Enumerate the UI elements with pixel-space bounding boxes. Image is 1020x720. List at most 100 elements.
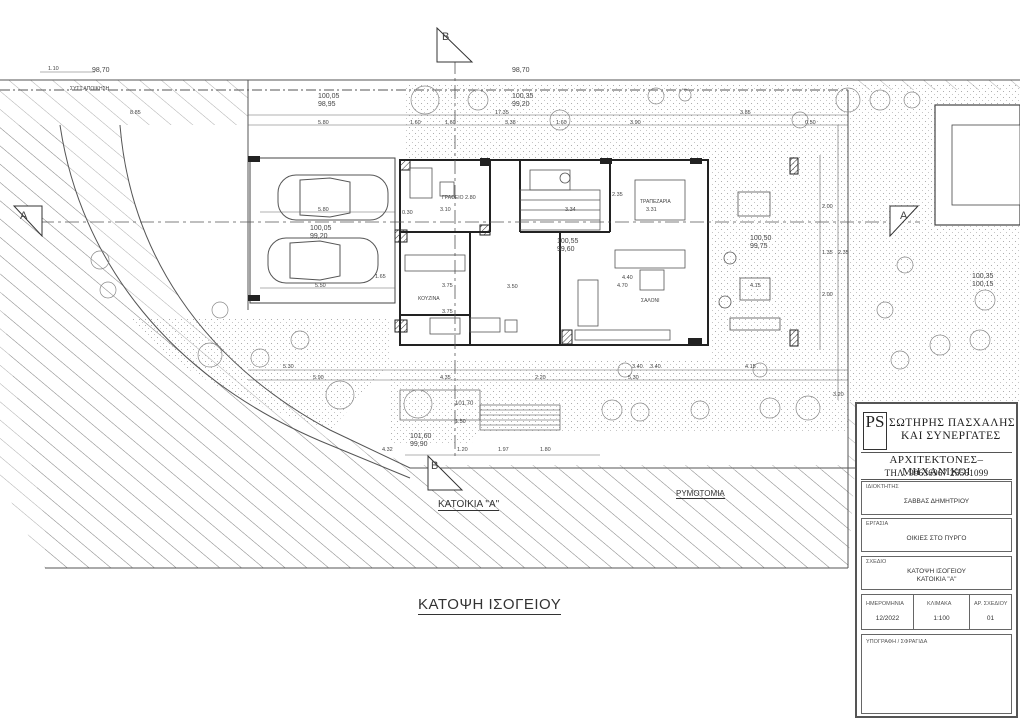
- svg-text:3.85: 3.85: [740, 110, 751, 116]
- firm-name-line2: ΚΑΙ ΣΥΝΕΡΓΑΤΕΣ: [901, 430, 1001, 442]
- signature-caption: ΥΠΟΓΡΑΦΗ / ΣΦΡΑΓΙΔΑ: [866, 639, 928, 645]
- svg-text:98,70: 98,70: [92, 67, 110, 74]
- svg-text:1.80: 1.80: [540, 447, 551, 453]
- svg-text:A: A: [20, 210, 28, 222]
- firm-name-line1: ΣΩΤΗΡΗΣ ΠΑΣΧΑΛΗΣ: [889, 417, 1016, 429]
- drawing-box: ΣΧΕΔΙΟ ΚΑΤΟΨΗ ΙΣΟΓΕΙΟΥ ΚΑΤΟΙΚΙΑ "Α": [861, 556, 1012, 590]
- svg-text:3.75: 3.75: [442, 283, 453, 289]
- svg-text:4.40: 4.40: [622, 275, 633, 281]
- room-label-office: ΓΡΑΦΕΙΟ: [442, 195, 464, 201]
- owner-box: ΙΔΙΟΚΤΗΤΗΣ ΣΑΒΒΑΣ ΔΗΜΗΤΡΙΟΥ: [861, 481, 1012, 515]
- svg-text:0.30: 0.30: [402, 210, 413, 216]
- svg-text:2.00: 2.00: [822, 292, 833, 298]
- scale-value: 1:100: [933, 615, 950, 622]
- sheet-cell: ΑΡ. ΣΧΕΔΙΟΥ 01: [970, 595, 1011, 629]
- section-lines: [40, 60, 920, 460]
- meta-box: ΗΜΕΡΟΜΗΝΙΑ 12/2022 ΚΛΙΜΑΚΑ 1:100 ΑΡ. ΣΧΕ…: [861, 594, 1012, 630]
- svg-text:100,50: 100,50: [750, 235, 772, 242]
- scale-cell: ΚΛΙΜΑΚΑ 1:100: [914, 595, 970, 629]
- svg-text:98,70: 98,70: [512, 67, 530, 74]
- svg-text:101,60: 101,60: [410, 433, 432, 440]
- firm-logo: PS: [863, 412, 887, 450]
- svg-text:1.97: 1.97: [498, 447, 509, 453]
- project-caption: ΕΡΓΑΣΙΑ: [866, 521, 889, 527]
- date-cell: ΗΜΕΡΟΜΗΝΙΑ 12/2022: [862, 595, 914, 629]
- drawing-caption: ΣΧΕΔΙΟ: [866, 559, 887, 565]
- svg-text:5.30: 5.30: [283, 364, 294, 370]
- svg-text:4.15: 4.15: [745, 364, 756, 370]
- svg-text:1.60: 1.60: [556, 120, 567, 126]
- signature-box: ΥΠΟΓΡΑΦΗ / ΣΦΡΑΓΙΔΑ: [861, 634, 1012, 714]
- svg-text:2.00: 2.00: [822, 204, 833, 210]
- entrance-steps: [399, 389, 561, 431]
- svg-text:A: A: [900, 210, 908, 222]
- drawing-title: ΚΑΤΟΨΗ ΙΣΟΓΕΙΟΥ: [418, 596, 562, 615]
- structural-columns: [394, 157, 799, 347]
- svg-text:4.70: 4.70: [617, 283, 628, 289]
- svg-text:100,35: 100,35: [512, 93, 534, 100]
- svg-text:3.40: 3.40: [650, 364, 661, 370]
- dimension-lines: [40, 71, 848, 456]
- svg-text:1.60: 1.60: [445, 120, 456, 126]
- svg-text:100,35: 100,35: [972, 273, 994, 280]
- owner-value: ΣΑΒΒΑΣ ΔΗΜΗΤΡΙΟΥ: [903, 498, 970, 505]
- sheet-caption: ΑΡ. ΣΧΕΔΙΟΥ: [974, 601, 1008, 607]
- svg-text:5.80: 5.80: [318, 207, 329, 213]
- date-caption: ΗΜΕΡΟΜΗΝΙΑ: [866, 601, 904, 607]
- svg-text:2.80: 2.80: [465, 195, 476, 201]
- svg-text:100,55: 100,55: [557, 238, 579, 245]
- svg-text:5.90: 5.90: [313, 375, 324, 381]
- svg-text:1.60: 1.60: [410, 120, 421, 126]
- section-marker-b-bottom: B: [427, 454, 464, 491]
- svg-text:100,05: 100,05: [318, 93, 340, 100]
- furniture: [404, 167, 781, 341]
- room-label-kitchen: ΚΟΥΖΙΝΑ: [418, 296, 440, 302]
- svg-text:4.35: 4.35: [440, 375, 451, 381]
- svg-text:1.10: 1.10: [48, 66, 59, 72]
- svg-text:100,15: 100,15: [972, 281, 994, 288]
- svg-text:99,90: 99,90: [410, 441, 428, 448]
- section-marker-b-top: B: [436, 26, 474, 63]
- svg-text:100,05: 100,05: [310, 225, 332, 232]
- svg-text:5.50: 5.50: [315, 283, 326, 289]
- drawing-line2: ΚΑΤΟΙΚΙΑ "Α": [916, 576, 957, 583]
- firm-phone: ΤΗΛ. 99636967 25561099: [884, 468, 989, 478]
- svg-text:3.75: 3.75: [442, 309, 453, 315]
- car-icon: [277, 174, 389, 221]
- date-value: 12/2022: [875, 615, 900, 622]
- svg-text:99,75: 99,75: [750, 243, 768, 250]
- svg-text:99,20: 99,20: [512, 101, 530, 108]
- svg-text:3.50: 3.50: [507, 284, 518, 290]
- svg-text:3.90: 3.90: [630, 120, 641, 126]
- house-walls: [399, 159, 709, 346]
- level-markers: 98,70 98,70 100,05 98,95 100,35 99,20 10…: [92, 67, 994, 448]
- svg-text:2.20: 2.20: [535, 375, 546, 381]
- svg-text:3.34: 3.34: [565, 207, 576, 213]
- firm-profession: ΑΡΧΙΤΕΚΤΟΝΕΣ–ΜΗΧΑΝΙΚΟΙ: [861, 452, 1012, 480]
- house-label: ΚΑΤΟΙΚΙΑ "Α": [438, 499, 500, 511]
- svg-text:3.31: 3.31: [646, 207, 657, 213]
- svg-text:8.85: 8.85: [130, 110, 141, 116]
- svg-text:4.32: 4.32: [382, 447, 393, 453]
- svg-text:5.30: 5.30: [628, 375, 639, 381]
- project-value: ΟΙΚΙΕΣ ΣΤΟ ΠΥΡΓΟ: [906, 535, 967, 542]
- svg-text:2.35: 2.35: [838, 250, 849, 256]
- title-block: PS ΣΩΤΗΡΗΣ ΠΑΣΧΑΛΗΣ ΚΑΙ ΣΥΝΕΡΓΑΤΕΣ ΑΡΧΙΤ…: [855, 402, 1018, 718]
- firm-header: PS ΣΩΤΗΡΗΣ ΠΑΣΧΑΛΗΣ ΚΑΙ ΣΥΝΕΡΓΑΤΕΣ: [857, 404, 1016, 450]
- svg-text:99,20: 99,20: [310, 233, 328, 240]
- room-label-dining: ΤΡΑΠΕΖΑΡΙΑ: [640, 199, 671, 205]
- svg-text:B: B: [431, 460, 438, 472]
- plot-boundary: [0, 79, 1020, 569]
- car-icon: [267, 237, 379, 284]
- carport: [248, 156, 396, 304]
- dimension-texts: 1.10 8.85 5.80 1.60 17.35 1.60 3.38 1.60…: [48, 66, 849, 453]
- svg-text:17.35: 17.35: [495, 110, 509, 116]
- svg-text:98,95: 98,95: [318, 101, 336, 108]
- trees: [90, 85, 996, 422]
- svg-text:1.20: 1.20: [457, 447, 468, 453]
- svg-text:3.20: 3.20: [833, 392, 844, 398]
- garden-areas: [130, 83, 1020, 445]
- neighbor-label: ΣΥΣΤ.ΑΠΟΙΚΗΣΗ: [70, 86, 110, 92]
- svg-text:5.80: 5.80: [318, 120, 329, 126]
